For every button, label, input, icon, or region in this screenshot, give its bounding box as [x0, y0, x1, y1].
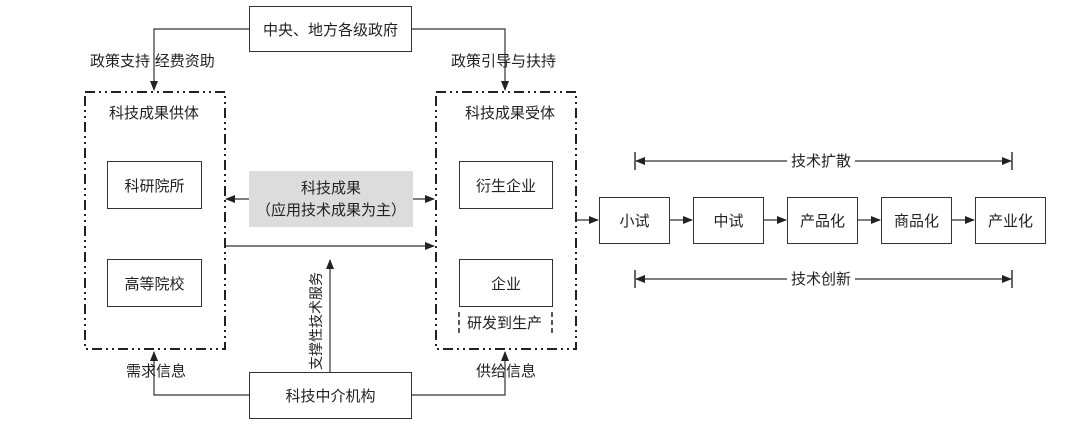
- intermediary-to-receiver-arrow: [412, 351, 509, 396]
- pipeline-stage-industrialization: 产业化: [975, 197, 1046, 244]
- intermediary-node: 科技中介机构: [249, 372, 412, 419]
- supplier-node-universities: 高等院校: [107, 259, 202, 307]
- supplier-node-label: 科研院所: [124, 176, 185, 195]
- supplier-group-title: 科技成果供体: [109, 104, 200, 122]
- achievement-line1: 科技成果: [300, 179, 361, 197]
- receiver-node-enterprises: 企业: [459, 259, 553, 307]
- intermediary-left-flow-label: 需求信息: [126, 362, 187, 380]
- achievement-node: 科技成果 （应用技术成果为主）: [249, 171, 413, 227]
- receiver-node-label: 企业: [490, 274, 521, 293]
- pipeline-stage-small-trial: 小试: [599, 197, 670, 244]
- gov-to-supplier-arrow: [150, 28, 249, 91]
- pipeline-stage-label: 商品化: [893, 212, 939, 230]
- pipeline-stage-commercialization: 商品化: [881, 197, 952, 244]
- government-label: 中央、地方各级政府: [262, 20, 398, 39]
- receiver-sub-note: 研发到生产: [467, 314, 543, 332]
- government-node: 中央、地方各级政府: [249, 6, 412, 52]
- supplier-node-label: 高等院校: [124, 274, 185, 293]
- receiver-group-title: 科技成果受体: [465, 104, 556, 122]
- pipeline-stage-label: 小试: [619, 212, 650, 230]
- pipeline-stage-label: 产业化: [987, 212, 1033, 230]
- gov-left-flow-label: 政策支持 经费资助: [90, 52, 215, 70]
- diffusion-span-label: 技术扩散: [787, 152, 856, 170]
- receiver-group-border: [435, 91, 577, 350]
- gov-right-flow-label: 政策引导与扶持: [451, 52, 557, 70]
- achievement-line2: （应用技术成果为主）: [255, 201, 406, 219]
- pipeline-stage-label: 产品化: [799, 212, 845, 230]
- intermediary-label: 科技中介机构: [285, 387, 376, 405]
- supplier-node-research-institutes: 科研院所: [107, 161, 202, 209]
- intermediary-right-flow-label: 供给信息: [476, 362, 537, 380]
- pipeline-stage-productization: 产品化: [787, 197, 858, 244]
- pipeline-stage-pilot-trial: 中试: [693, 197, 764, 244]
- support-service-label: 支撑性技术服务: [309, 272, 325, 370]
- receiver-node-label: 衍生企业: [475, 176, 536, 195]
- intermediary-to-supplier-arrow: [150, 351, 249, 396]
- gov-to-receiver-arrow: [412, 28, 509, 91]
- pipeline-stage-label: 中试: [713, 212, 744, 230]
- receiver-node-spinoff-enterprises: 衍生企业: [459, 161, 553, 209]
- innovation-span-label: 技术创新: [787, 270, 856, 288]
- supplier-group-border: [84, 91, 226, 350]
